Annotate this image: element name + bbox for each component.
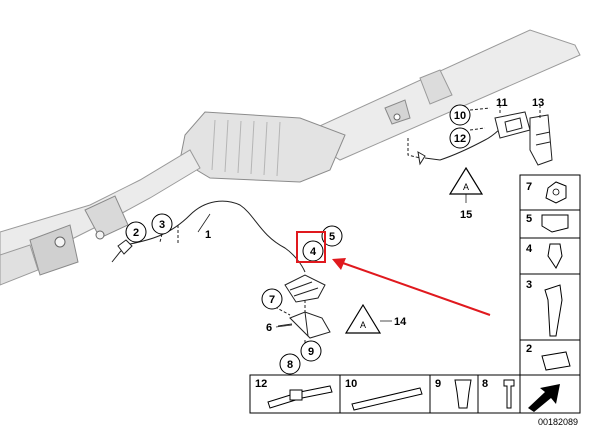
bottom-parts-panel: 12 10 9 8 [249, 374, 581, 414]
grommet-icon [541, 351, 571, 371]
exhaust-pipe-hanger [384, 99, 411, 125]
bottom-part-10: 10 [345, 378, 357, 390]
bottom-part-8: 8 [482, 378, 488, 390]
diagram-code: 00182089 [538, 417, 578, 427]
part-number-13: 13 [532, 97, 544, 109]
part-number-15: 15 [460, 209, 472, 221]
svg-text:A: A [463, 182, 469, 192]
arrow-logo-icon [528, 384, 560, 412]
part-number-3: 3 [159, 219, 165, 231]
catalytic-converter [179, 111, 346, 183]
flange-bolt [95, 230, 105, 240]
svg-text:A: A [360, 320, 366, 330]
grommet-plug-icon [454, 379, 472, 409]
side-part-2: 2 [526, 343, 532, 355]
wiring [111, 100, 553, 355]
leader-lines [197, 190, 467, 328]
push-clip-icon [547, 243, 563, 269]
nut-icon [545, 181, 567, 204]
cable-tie-holder-icon [544, 284, 563, 337]
bottom-part-9: 9 [435, 378, 441, 390]
side-parts-panel: 7 5 4 3 2 [519, 174, 581, 376]
part-number-1: 1 [205, 229, 211, 241]
part-number-9: 9 [308, 346, 314, 358]
nox-sensor-rear [494, 111, 531, 139]
bottom-part-12: 12 [255, 378, 267, 390]
part-number-8: 8 [287, 359, 293, 371]
warning-triangle-icon: A [448, 166, 484, 195]
part-number-11: 11 [496, 97, 508, 109]
exhaust-pipe-far-left [0, 244, 39, 286]
warning-triangle-icon: A [344, 303, 382, 334]
side-part-5: 5 [526, 213, 532, 225]
sensor-cable-1 [129, 200, 306, 273]
side-part-4: 4 [526, 243, 533, 255]
part-number-14: 14 [394, 316, 407, 328]
side-part-3: 3 [526, 279, 532, 291]
highlight-box-part-4 [296, 231, 326, 263]
part-number-6: 6 [266, 322, 272, 334]
exhaust-assembly [0, 29, 581, 286]
exhaust-flex-section [84, 195, 129, 239]
part-number-5: 5 [329, 231, 335, 243]
clip-icon [541, 214, 569, 233]
flange-bolt [54, 236, 66, 248]
callouts: 1 2 3 5 4 7 6 8 9 14 10 12 11 13 15 [125, 97, 544, 375]
cable-tie-icon [351, 387, 423, 411]
catalytic-converter-ribs [211, 119, 281, 177]
part-number-2: 2 [133, 227, 139, 239]
hanger-bolt [393, 113, 401, 121]
arrow-pointer-icon [332, 258, 491, 316]
control-unit-module [284, 274, 326, 303]
bolt-icon [503, 379, 515, 409]
mounting-bracket [289, 311, 331, 339]
part-number-12: 12 [454, 133, 466, 145]
side-part-7: 7 [526, 181, 532, 193]
exhaust-pipe-rear-ring [419, 69, 453, 105]
part-number-4: 4 [310, 246, 317, 258]
exhaust-flange-left [29, 224, 79, 276]
part-number-7: 7 [269, 294, 275, 306]
rear-mounting-bracket [529, 114, 553, 166]
part-number-10: 10 [454, 110, 466, 122]
